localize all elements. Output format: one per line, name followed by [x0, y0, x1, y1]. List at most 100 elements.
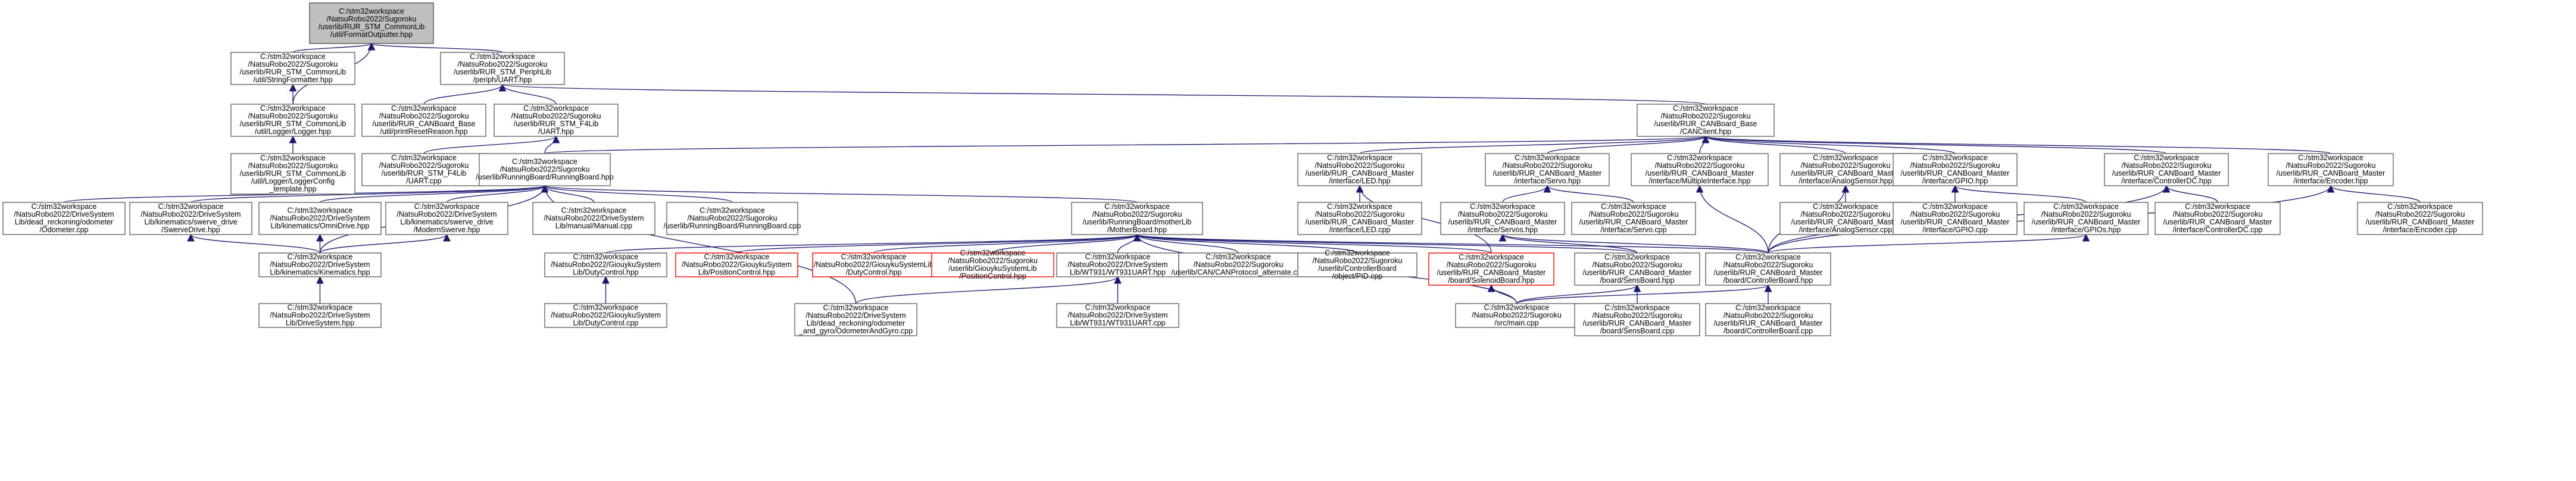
- graph-node-sf[interactable]: C:/stm32workspace/NatsuRobo2022/Sugoroku…: [230, 52, 355, 85]
- graph-node-swerve[interactable]: C:/stm32workspace/NatsuRobo2022/DriveSys…: [129, 202, 252, 235]
- include-edge: [1547, 136, 1706, 154]
- graph-node-odomgyro[interactable]: C:/stm32workspace/NatsuRobo2022/DriveSys…: [794, 303, 917, 336]
- node-label-line: /userlib/GiouykuSystemLib: [949, 264, 1037, 273]
- graph-node-dutycpp[interactable]: C:/stm32workspace/NatsuRobo2022/GiouykuS…: [544, 303, 667, 328]
- graph-node-drivesystem[interactable]: C:/stm32workspace/NatsuRobo2022/DriveSys…: [258, 303, 382, 328]
- node-label-line: /NatsuRobo2022/GiouykuSystem: [551, 261, 661, 269]
- graph-node-ledcpp[interactable]: C:/stm32workspace/NatsuRobo2022/Sugoroku…: [1297, 202, 1422, 235]
- graph-node-runningboard[interactable]: C:/stm32workspace/NatsuRobo2022/Sugoroku…: [476, 153, 614, 186]
- graph-node-ctrldc[interactable]: C:/stm32workspace/NatsuRobo2022/Sugoroku…: [2104, 153, 2229, 186]
- graph-node-analogcpp[interactable]: C:/stm32workspace/NatsuRobo2022/Sugoroku…: [1779, 202, 1912, 235]
- graph-node-solenoid[interactable]: C:/stm32workspace/NatsuRobo2022/Sugoroku…: [1428, 252, 1554, 286]
- node-label-line: /userlib/RUR_CANBoard_Base: [1654, 120, 1757, 128]
- graph-node-ctrlboardcpp[interactable]: C:/stm32workspace/NatsuRobo2022/Sugoroku…: [1705, 303, 1831, 336]
- node-label-line: /userlib/RUR_STM_CommonLib: [240, 68, 346, 76]
- graph-node-wt931cpp[interactable]: C:/stm32workspace/NatsuRobo2022/DriveSys…: [1056, 303, 1179, 328]
- node-box: [1297, 252, 1417, 277]
- node-label-line: /object/PID.cpp: [1332, 272, 1383, 280]
- graph-node-gpio[interactable]: C:/stm32workspace/NatsuRobo2022/Sugoroku…: [1893, 153, 2018, 186]
- node-label-line: /interface/ControllerDC.cpp: [2173, 226, 2263, 234]
- include-edge: [1516, 285, 1638, 304]
- node-label-line: /NatsuRobo2022/Sugoroku: [1589, 210, 1679, 218]
- graph-node-servo[interactable]: C:/stm32workspace/NatsuRobo2022/Sugoroku…: [1485, 153, 1610, 186]
- node-label-line: C:/stm32workspace: [1922, 202, 1988, 211]
- graph-node-gpioshpp[interactable]: C:/stm32workspace/NatsuRobo2022/Sugoroku…: [2024, 202, 2149, 235]
- include-edge: [544, 136, 556, 154]
- node-label-line: C:/stm32workspace: [960, 249, 1026, 257]
- node-label-line: Lib/PositionControl.hpp: [698, 268, 775, 277]
- node-label-line: /Odometer.cpp: [40, 226, 89, 234]
- node-label-line: /ModernSwerve.hpp: [414, 226, 480, 234]
- node-box: [1574, 303, 1700, 336]
- graph-node-canproto[interactable]: C:/stm32workspace/NatsuRobo2022/Sugoroku…: [1171, 252, 1306, 277]
- graph-node-modswerve[interactable]: C:/stm32workspace/NatsuRobo2022/DriveSys…: [385, 202, 508, 235]
- node-label-line: /NatsuRobo2022/DriveSystem: [140, 210, 241, 218]
- graph-node-printreset[interactable]: C:/stm32workspace/NatsuRobo2022/Sugoroku…: [361, 104, 486, 137]
- node-label-line: /userlib/RUR_CANBoard_Master: [2032, 218, 2141, 226]
- graph-node-multipl[interactable]: C:/stm32workspace/NatsuRobo2022/Sugoroku…: [1631, 153, 1769, 186]
- graph-node-loggerconfig[interactable]: C:/stm32workspace/NatsuRobo2022/Sugoroku…: [230, 153, 355, 195]
- node-box: [2268, 153, 2394, 186]
- graph-node-rbcpp[interactable]: C:/stm32workspace/NatsuRobo2022/Sugoroku…: [664, 202, 801, 235]
- node-label-line: C:/stm32workspace: [1206, 253, 1271, 261]
- include-edge: [1706, 136, 1956, 154]
- node-label-line: /userlib/RUR_STM_F4Lib: [514, 120, 598, 128]
- graph-node-odometer[interactable]: C:/stm32workspace/NatsuRobo2022/DriveSys…: [2, 202, 126, 235]
- include-edge: [1503, 234, 1638, 254]
- graph-node-omni[interactable]: C:/stm32workspace/NatsuRobo2022/DriveSys…: [258, 202, 382, 235]
- graph-node-f4uart[interactable]: C:/stm32workspace/NatsuRobo2022/Sugoroku…: [494, 104, 619, 137]
- graph-node-logger[interactable]: C:/stm32workspace/NatsuRobo2022/Sugoroku…: [230, 104, 355, 137]
- node-box: [1893, 153, 2018, 186]
- node-label-line: C:/stm32workspace: [260, 104, 326, 113]
- graph-node-wt931[interactable]: C:/stm32workspace/NatsuRobo2022/DriveSys…: [1056, 252, 1179, 277]
- node-box: [1705, 252, 1831, 286]
- graph-node-uart[interactable]: C:/stm32workspace/NatsuRobo2022/Sugoroku…: [440, 52, 565, 85]
- include-edge: [1137, 234, 1769, 254]
- node-label-line: /userlib/RUR_STM_PeriphLib: [454, 68, 551, 76]
- graph-node-duty2[interactable]: C:/stm32workspace/NatsuRobo2022/GiouykuS…: [812, 252, 935, 277]
- graph-node-servohpp2[interactable]: C:/stm32workspace/NatsuRobo2022/Sugoroku…: [1440, 202, 1565, 235]
- node-label-line: C:/stm32workspace: [1735, 253, 1801, 261]
- node-box: [1297, 153, 1422, 186]
- graph-node-gpiocpp[interactable]: C:/stm32workspace/NatsuRobo2022/Sugoroku…: [1893, 202, 2018, 235]
- graph-node-encodercpp[interactable]: C:/stm32workspace/NatsuRobo2022/Sugoroku…: [2357, 202, 2483, 235]
- graph-node-ctrlboard[interactable]: C:/stm32workspace/NatsuRobo2022/Sugoroku…: [1705, 252, 1831, 286]
- node-label-line: /userlib/RUR_CANBoard_Master: [2163, 218, 2272, 226]
- graph-node-kinematics[interactable]: C:/stm32workspace/NatsuRobo2022/DriveSys…: [258, 252, 382, 277]
- node-label-line: /NatsuRobo2022/DriveSystem: [270, 214, 370, 223]
- node-label-line: /NatsuRobo2022/DriveSystem: [396, 210, 497, 218]
- node-label-line: C:/stm32workspace: [414, 202, 480, 211]
- include-edge: [1137, 234, 1239, 254]
- graph-node-sensboard[interactable]: C:/stm32workspace/NatsuRobo2022/Sugoroku…: [1574, 252, 1700, 286]
- graph-node-canclient[interactable]: C:/stm32workspace/NatsuRobo2022/Sugoroku…: [1637, 104, 1775, 137]
- graph-node-fcf[interactable]: C:/stm32workspace/NatsuRobo2022/Sugoroku…: [309, 2, 434, 44]
- graph-node-encoder[interactable]: C:/stm32workspace/NatsuRobo2022/Sugoroku…: [2268, 153, 2394, 186]
- node-label-line: /NatsuRobo2022/Sugoroku: [1458, 210, 1548, 218]
- node-label-line: /userlib/RUR_CANBoard_Base: [373, 120, 476, 128]
- graph-node-servocpp[interactable]: C:/stm32workspace/NatsuRobo2022/Sugoroku…: [1571, 202, 1696, 235]
- graph-node-analog[interactable]: C:/stm32workspace/NatsuRobo2022/Sugoroku…: [1779, 153, 1912, 186]
- node-label-line: /interface/Servos.hpp: [1467, 226, 1538, 234]
- node-box: [812, 252, 935, 277]
- graph-node-ctrldccpp[interactable]: C:/stm32workspace/NatsuRobo2022/Sugoroku…: [2155, 202, 2281, 235]
- graph-node-pid[interactable]: C:/stm32workspace/NatsuRobo2022/Sugoroku…: [1297, 249, 1417, 280]
- graph-node-maincpp[interactable]: C:/stm32workspace/NatsuRobo2022/Sugoroku…: [1455, 303, 1578, 328]
- graph-node-manual[interactable]: C:/stm32workspace/NatsuRobo2022/DriveSys…: [532, 202, 655, 235]
- graph-node-motherlib[interactable]: C:/stm32workspace/NatsuRobo2022/Sugoroku…: [1071, 202, 1203, 235]
- include-edge: [1359, 136, 1706, 154]
- node-label-line: /userlib/RUR_STM_CommonLib: [240, 170, 346, 178]
- node-label-line: /NatsuRobo2022/Sugoroku: [511, 112, 601, 120]
- node-label-line: /NatsuRobo2022/Sugoroku: [2286, 161, 2376, 170]
- graph-node-sensboardcpp[interactable]: C:/stm32workspace/NatsuRobo2022/Sugoroku…: [1574, 303, 1700, 336]
- node-label-line: /NatsuRobo2022/DriveSystem: [270, 311, 370, 320]
- node-label-line: C:/stm32workspace: [1470, 202, 1535, 211]
- graph-node-led[interactable]: C:/stm32workspace/NatsuRobo2022/Sugoroku…: [1297, 153, 1422, 186]
- graph-node-dutyhpp[interactable]: C:/stm32workspace/NatsuRobo2022/GiouykuS…: [544, 252, 667, 277]
- graph-node-posctrl1[interactable]: C:/stm32workspace/NatsuRobo2022/GiouykuS…: [675, 252, 798, 277]
- graph-node-posctrl2[interactable]: C:/stm32workspace/NatsuRobo2022/Sugoroku…: [931, 249, 1054, 280]
- node-label-line: /interface/LED.hpp: [1329, 177, 1391, 185]
- node-label-line: /NatsuRobo2022/DriveSystem: [1067, 311, 1167, 320]
- node-box: [2155, 202, 2281, 235]
- graph-node-f4uartcpp[interactable]: C:/stm32workspace/NatsuRobo2022/Sugoroku…: [361, 153, 486, 186]
